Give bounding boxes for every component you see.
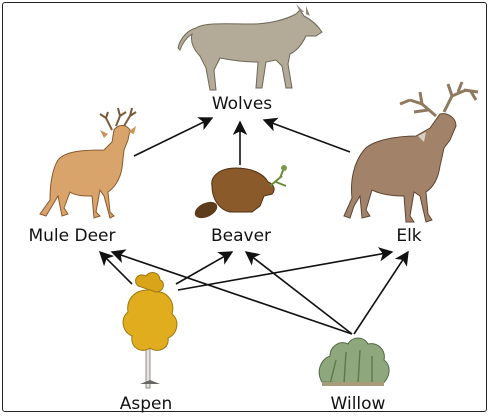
aspen-tree-icon: [123, 273, 177, 388]
mule-deer-icon: [40, 108, 136, 218]
node-label-wolves: Wolves: [196, 94, 288, 114]
willow-shrub-icon: [319, 338, 389, 386]
arrow-mule-deer-to-wolves: [134, 118, 212, 156]
node-label-beaver: Beaver: [196, 226, 286, 246]
arrow-willow-to-beaver: [246, 252, 352, 334]
arrow-elk-to-wolves: [264, 120, 350, 152]
beaver-icon: [192, 165, 287, 221]
node-label-willow: Willow: [316, 394, 400, 414]
node-label-mule-deer: Mule Deer: [12, 226, 132, 246]
arrow-willow-to-elk: [354, 252, 408, 334]
arrow-aspen-to-beaver: [176, 252, 232, 284]
elk-icon: [344, 82, 478, 222]
node-label-aspen: Aspen: [104, 394, 188, 414]
arrow-aspen-to-elk: [178, 252, 392, 290]
wolf-icon: [178, 4, 322, 90]
node-label-elk: Elk: [384, 226, 434, 246]
